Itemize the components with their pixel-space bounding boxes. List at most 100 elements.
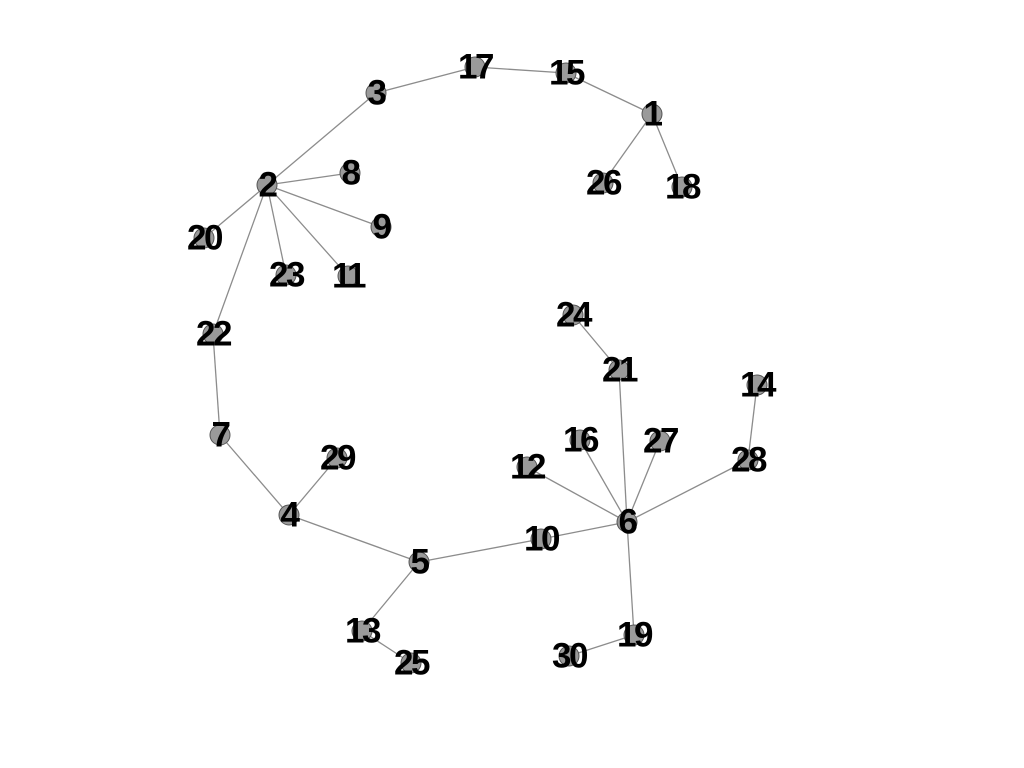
node-circle — [671, 176, 693, 198]
edge-28-14 — [747, 384, 758, 461]
edge-19-30 — [568, 634, 635, 657]
edge-6-28 — [626, 459, 749, 523]
node-6: 6 — [616, 503, 640, 542]
node-circle — [562, 304, 584, 326]
edge-21-24 — [572, 314, 620, 371]
nodes-layer: 1234567891011121314151617181920212223242… — [187, 48, 779, 683]
node-3: 3 — [365, 74, 389, 113]
node-label: 28 — [731, 441, 767, 480]
edge-1-18 — [651, 113, 683, 188]
node-16: 16 — [563, 421, 601, 460]
node-circle — [209, 424, 231, 446]
edge-6-27 — [626, 440, 661, 523]
node-label: 11 — [332, 257, 366, 296]
node-circle — [339, 162, 361, 184]
node-29: 29 — [320, 439, 358, 478]
node-circle — [400, 652, 422, 674]
node-11: 11 — [332, 257, 369, 296]
node-label: 16 — [563, 421, 599, 460]
node-19: 19 — [617, 616, 655, 655]
node-circle — [370, 216, 392, 238]
edge-6-21 — [618, 369, 628, 523]
node-22: 22 — [196, 315, 234, 354]
node-14: 14 — [740, 366, 779, 405]
node-circle — [351, 620, 373, 642]
node-label: 12 — [510, 448, 546, 487]
edge-6-16 — [579, 439, 628, 523]
node-label: 25 — [394, 644, 430, 683]
node-label: 26 — [586, 164, 622, 203]
edge-2-23 — [266, 184, 287, 276]
node-circle — [649, 430, 671, 452]
node-label: 18 — [665, 168, 701, 207]
node-25: 25 — [394, 644, 432, 683]
node-23: 23 — [269, 256, 307, 295]
edge-3-17 — [375, 66, 476, 94]
node-label: 14 — [740, 366, 777, 405]
node-circle — [365, 82, 387, 104]
node-20: 20 — [187, 219, 225, 258]
edge-2-22 — [212, 184, 268, 335]
edge-1-26 — [602, 113, 653, 184]
node-5: 5 — [408, 543, 432, 582]
node-circle — [623, 624, 645, 646]
node-circle — [641, 103, 663, 125]
node-15: 15 — [549, 54, 587, 93]
node-circle — [256, 174, 278, 196]
node-label: 17 — [458, 48, 493, 87]
edges-layer — [203, 66, 758, 664]
node-circle — [408, 551, 430, 573]
node-label: 23 — [269, 256, 305, 295]
edge-2-20 — [203, 184, 268, 239]
node-30: 30 — [552, 637, 590, 676]
node-8: 8 — [339, 154, 363, 193]
node-label: 4 — [281, 496, 301, 535]
node-26: 26 — [586, 164, 624, 203]
node-17: 17 — [458, 48, 495, 87]
node-label: 15 — [549, 54, 585, 93]
node-circle — [193, 227, 215, 249]
node-label: 10 — [524, 520, 560, 559]
edge-2-9 — [266, 184, 382, 228]
node-circle — [558, 645, 580, 667]
node-circle — [337, 265, 359, 287]
node-label: 3 — [368, 74, 387, 113]
node-10: 10 — [524, 520, 562, 559]
node-label: 21 — [602, 351, 638, 390]
node-label: 30 — [552, 637, 588, 676]
node-21: 21 — [602, 351, 640, 390]
edge-6-12 — [526, 466, 628, 523]
node-circle — [616, 511, 638, 533]
edge-7-4 — [219, 434, 290, 516]
node-label: 24 — [556, 296, 593, 335]
node-label: 29 — [320, 439, 356, 478]
node-label: 6 — [619, 503, 638, 542]
node-circle — [464, 56, 486, 78]
node-label: 7 — [212, 416, 230, 455]
edge-5-13 — [361, 561, 420, 632]
node-circle — [326, 447, 348, 469]
edge-4-5 — [288, 514, 420, 563]
node-label: 1 — [644, 95, 663, 134]
edge-15-1 — [565, 72, 653, 115]
node-13: 13 — [345, 612, 383, 651]
node-12: 12 — [510, 448, 548, 487]
node-circle — [746, 374, 768, 396]
node-label: 2 — [259, 166, 278, 205]
edge-3-2 — [266, 92, 377, 186]
edge-10-6 — [540, 521, 628, 540]
node-4: 4 — [278, 496, 303, 535]
edge-2-8 — [266, 172, 351, 186]
node-circle — [592, 172, 614, 194]
node-circle — [278, 504, 300, 526]
node-7: 7 — [209, 416, 232, 455]
edge-2-11 — [266, 184, 349, 277]
node-label: 5 — [411, 543, 430, 582]
edge-22-7 — [212, 333, 221, 436]
node-circle — [555, 62, 577, 84]
node-28: 28 — [731, 441, 769, 480]
node-label: 8 — [342, 154, 361, 193]
node-27: 27 — [643, 422, 680, 461]
node-18: 18 — [665, 168, 703, 207]
node-label: 22 — [196, 315, 232, 354]
